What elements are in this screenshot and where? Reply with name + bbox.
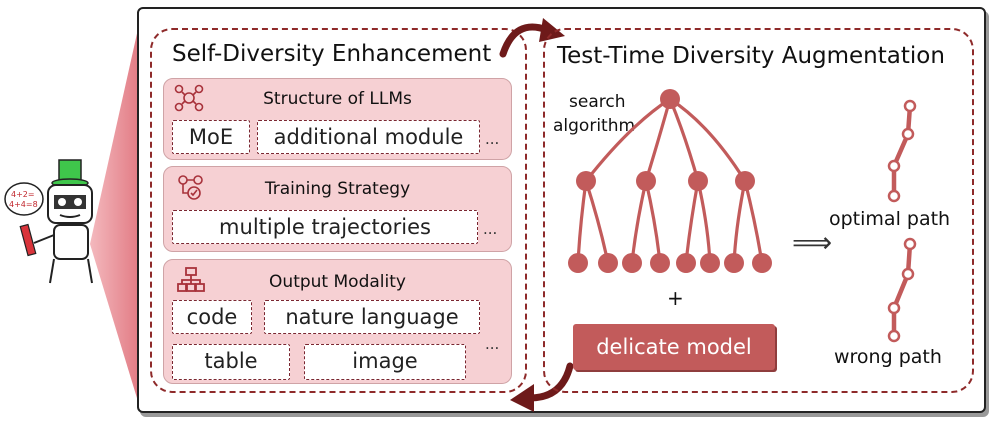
chip-code: code: [172, 300, 252, 334]
chip-nature-language: nature language: [264, 300, 480, 334]
implies-arrow: ⟹: [792, 226, 833, 259]
self-diversity-panel: [150, 28, 527, 393]
chip-table: table: [172, 344, 290, 380]
plus-sign: +: [667, 286, 684, 310]
network-nodes-icon: [174, 84, 204, 112]
search-tree-icon: [568, 89, 772, 273]
wrong-path-icon: [887, 237, 917, 343]
group-title-structure: Structure of LLMs: [263, 89, 412, 109]
group-title-training: Training Strategy: [264, 179, 411, 199]
robot-mascot-icon: [4, 159, 93, 284]
hierarchy-icon: [177, 267, 205, 292]
group-title-output: Output Modality: [269, 272, 406, 292]
math-badge-line-2: 4+4=8: [9, 200, 38, 209]
chip-moe: MoE: [172, 120, 250, 154]
right-panel-title: Test-Time Diversity Augmentation: [553, 42, 949, 70]
more-dots-1: ...: [485, 130, 500, 148]
math-badge-line-1: 4+2=: [11, 190, 35, 199]
left-panel-title: Self-Diversity Enhancement: [168, 40, 496, 68]
chip-additional-module: additional module: [257, 120, 480, 154]
search-label-line-1: search: [569, 92, 626, 112]
more-dots-2: ...: [483, 220, 498, 238]
search-label-line-2: algorithm: [553, 116, 636, 136]
workflow-icon: [178, 175, 203, 200]
chip-multiple-trajectories: multiple trajectories: [172, 210, 478, 244]
test-time-panel: [543, 28, 974, 393]
chip-image: image: [304, 344, 466, 380]
optimal-path-icon: [887, 99, 917, 203]
optimal-path-label: optimal path: [829, 208, 951, 230]
zoom-wedge: [90, 20, 140, 408]
wrong-path-label: wrong path: [834, 346, 942, 368]
more-dots-3: ...: [485, 335, 500, 353]
delicate-model-button: delicate model: [573, 324, 775, 370]
